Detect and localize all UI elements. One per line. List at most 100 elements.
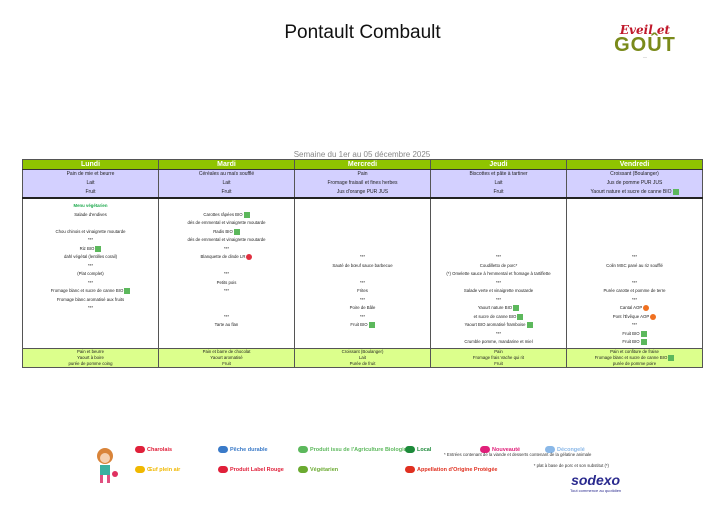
menu-item: *** <box>223 288 230 294</box>
menu-item: *** <box>495 279 502 285</box>
menu-item <box>295 237 430 243</box>
menu-item: Croissant (Boulanger) <box>341 349 384 355</box>
menu-item <box>567 271 702 277</box>
menu-item: Fruit BIO <box>567 339 702 346</box>
menu-item: Lait <box>222 180 231 186</box>
menu-item <box>23 220 158 226</box>
menu-item: Cantal AOP <box>567 305 702 311</box>
menu-item: Pont l'Évêque AOP <box>567 313 702 320</box>
page-title: Pontault Combault <box>284 22 441 43</box>
menu-item: *** <box>359 279 366 285</box>
menu-item: *** <box>223 245 230 251</box>
legend-label: Végétarien <box>310 466 339 473</box>
menu-item <box>295 212 430 218</box>
menu-item: purée de pomme poire <box>612 361 657 367</box>
lunch-cell: *** Coudilletto de porc* (*) Omelette sauc… <box>430 197 567 350</box>
menu-item: Purée carotte et pomme de terre <box>603 288 666 293</box>
menu-item: Fruit <box>493 189 504 195</box>
menu-item: *** <box>87 262 94 268</box>
breakfast-cell: Croissant (Boulanger)Jus de pomme PUR JU… <box>566 169 703 199</box>
legend-item: Produit Label Rouge <box>218 466 284 473</box>
menu-item: (Plat complet) <box>77 271 104 277</box>
legend-item: Œuf plein air <box>135 466 180 473</box>
legend-item: Végétarien <box>298 466 338 473</box>
organic-label-icon <box>672 188 679 195</box>
menu-item: *** <box>87 237 94 242</box>
footnote: * Entrées contenant de la viande et dess… <box>444 452 592 457</box>
menu-item <box>295 229 430 235</box>
legend-item: Nouveauté <box>480 446 520 453</box>
menu-item <box>567 212 702 218</box>
menu-item: Fromage blanc aromatisé aux fruits <box>56 296 125 302</box>
menu-item: Crumble pomme, mandarine et miel <box>464 339 533 345</box>
menu-item: Salade verte et vinaigrette moutarde <box>463 288 534 293</box>
menu-item: Radis BIO <box>159 228 294 235</box>
menu-item: Chou chinois et vinaigrette moutarde <box>55 228 126 234</box>
menu-item: Yaourt à boire <box>77 355 104 361</box>
menu-item: Yaourt BIO aromatisé framboise <box>431 322 566 329</box>
menu-item: Fruit <box>222 361 231 367</box>
legend-label: Local <box>417 446 432 453</box>
day-header: Jeudi <box>430 159 567 170</box>
menu-item: *** <box>631 279 638 285</box>
menu-item: Coudilletto de porc* <box>479 262 518 268</box>
organic-label-icon <box>124 288 131 295</box>
organic-label-icon <box>668 355 675 362</box>
menu-item: *** <box>359 296 366 302</box>
menu-item: purée de pomme coing <box>68 361 113 367</box>
menu-item: Salade d'endives <box>74 211 107 217</box>
menu-item: Pain et barre de chocolat <box>202 349 251 355</box>
menu-item <box>567 229 702 235</box>
label-icon <box>298 446 308 453</box>
menu-item: Fruit <box>85 189 96 195</box>
menu-item <box>431 220 566 226</box>
organic-label-icon <box>526 322 533 329</box>
menu-item: et sucre de canne BIO <box>431 313 566 320</box>
menu-item: Pain et confiture de fraise <box>610 349 659 355</box>
menu-item: Fruit <box>221 189 232 195</box>
menu-item <box>295 246 430 252</box>
organic-label-icon <box>95 245 102 252</box>
menu-item: Yaourt nature BIO <box>431 305 566 311</box>
menu-item <box>431 203 566 209</box>
menu-item: *** <box>631 296 638 302</box>
label-icon <box>480 446 490 453</box>
menu-item <box>159 305 294 311</box>
day-header: Lundi <box>22 159 159 170</box>
menu-item <box>567 237 702 243</box>
organic-label-icon <box>368 322 375 328</box>
menu-item <box>295 220 430 226</box>
footnote: * plat à base de porc et son substitut (… <box>533 463 609 468</box>
legend-label: Pêche durable <box>230 446 268 453</box>
menu-item: Fromage fraisail et fines herbes <box>327 180 398 186</box>
menu-item: Petits pois <box>216 279 237 285</box>
organic-label-icon <box>233 228 240 235</box>
legend-item: Local <box>405 446 431 453</box>
menu-item: Sauté de bœuf sauce barbecue <box>332 262 393 268</box>
label-rouge-icon <box>246 254 253 261</box>
legend-label: Appellation d'Origine Protégée <box>417 466 498 473</box>
legend-label: Produit issu de l'Agriculture Biologique <box>310 446 414 453</box>
legend-label: Produit Label Rouge <box>230 466 284 473</box>
menu-item: *** <box>495 254 502 259</box>
menu-item: Purée de fruit <box>349 361 376 367</box>
legend-item: Charolais <box>135 446 172 453</box>
lunch-cell: ***Colin MSC pané au riz soufflé***Purée… <box>566 197 703 350</box>
menu-item: Fruit BIO <box>295 322 430 328</box>
week-label: Semaine du 1er au 05 décembre 2025 <box>293 150 431 159</box>
menu-item: dés de emmental et vinaigrette moutarde <box>187 220 266 226</box>
menu-item: Lait <box>359 355 366 361</box>
menu-item: (*) Omelette sauce à l'emmental et froma… <box>446 271 551 276</box>
label-icon <box>218 466 228 473</box>
label-icon <box>135 466 145 473</box>
menu-item: Pain <box>357 171 368 177</box>
day-header: Mercredi <box>294 159 431 170</box>
